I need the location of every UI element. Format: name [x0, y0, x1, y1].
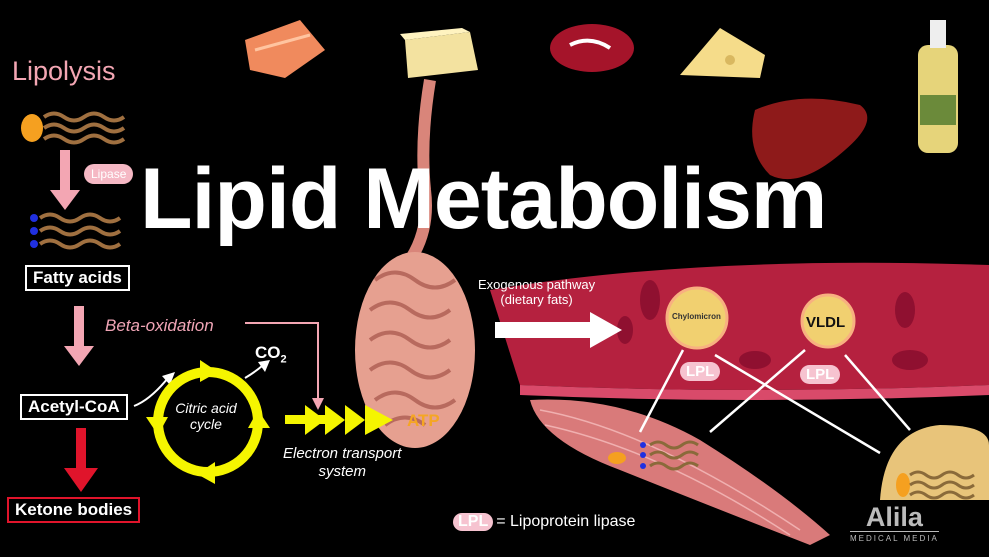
co2-text: CO — [255, 343, 281, 362]
vldl-label: VLDL — [806, 314, 846, 331]
citric-acid-cycle-label: Citric acid cycle — [175, 400, 237, 432]
butter-icon — [400, 28, 478, 78]
blood-vessel — [490, 262, 989, 390]
legend-text: = Lipoprotein lipase — [496, 513, 636, 530]
electron-transport-arrows — [285, 405, 393, 435]
exogenous-arrow — [495, 312, 622, 348]
intestine-icon — [355, 252, 475, 448]
salmon-icon — [245, 20, 325, 78]
logo-tagline: MEDICAL MEDIA — [850, 531, 939, 543]
vldl-particle — [800, 293, 856, 349]
red-arrow — [64, 428, 98, 492]
co2-subscript: 2 — [280, 353, 287, 366]
lpl-badge-vldl: LPL — [800, 365, 841, 384]
legend-abbr: LPL — [453, 513, 494, 531]
exogenous-line2: (dietary fats) — [500, 292, 573, 307]
acetyl-coa-box: Acetyl-CoA — [20, 394, 128, 420]
lpl-badge-chylomicron: LPL — [680, 362, 721, 381]
distribution-arrows — [638, 349, 911, 455]
chylomicron-label: Chylomicron — [672, 312, 721, 321]
oil-bottle-icon — [918, 20, 958, 153]
ets-line2: system — [318, 463, 366, 480]
steak-icon — [550, 24, 634, 72]
exogenous-line1: Exogenous pathway — [478, 277, 596, 292]
esophagus — [404, 79, 436, 264]
lipolysis-heading: Lipolysis — [12, 56, 116, 86]
logo-name: Alila — [865, 502, 923, 532]
page-title: Lipid Metabolism — [140, 151, 827, 247]
red-blood-cells — [617, 280, 928, 370]
ets-line1: Electron transport — [283, 445, 402, 462]
atp-label: ATP — [407, 411, 440, 430]
chylomicron-particle — [665, 286, 729, 350]
pink-arrows — [50, 150, 94, 366]
ketone-bodies-box: Ketone bodies — [7, 497, 141, 523]
co2-label: CO2 — [255, 343, 287, 365]
lipase-label: Lipase — [84, 164, 134, 184]
exogenous-pathway-label: Exogenous pathway(dietary fats) — [478, 277, 595, 307]
cheese-icon — [680, 28, 765, 78]
beta-oxidation-label: Beta-oxidation — [105, 316, 214, 335]
fatty-acids-box: Fatty acids — [25, 265, 130, 291]
liver-icon — [752, 98, 868, 180]
lpl-legend: LPL= Lipoprotein lipase — [453, 513, 635, 531]
